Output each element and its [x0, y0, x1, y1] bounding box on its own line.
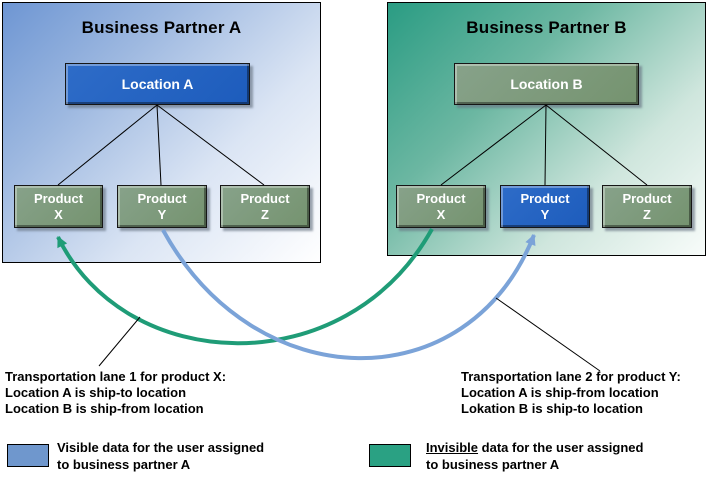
product-box-a-y: Product Y: [117, 185, 207, 228]
legend-visible-swatch: [7, 444, 49, 467]
legend-invisible-line2: to business partner A: [426, 456, 560, 472]
partner-a-title: Business Partner A: [81, 18, 242, 37]
legend-visible-rest: data for the user assigned: [98, 440, 265, 455]
product-box-a-z: Product Z: [220, 185, 310, 228]
product-label: X: [436, 207, 446, 222]
product-label: Z: [643, 207, 651, 222]
product-label: Product: [416, 191, 466, 206]
lane1-line1: Transportation lane 1 for product X:: [5, 369, 227, 384]
product-label: Product: [520, 191, 570, 206]
legend-visible-keyword: Visible: [57, 440, 99, 455]
product-label: Product: [33, 191, 84, 206]
lane2-annotation: Transportation lane 2 for product Y: Loc…: [461, 369, 681, 417]
lane1-leader-line: [98, 316, 141, 367]
location-a-label: Location A: [121, 76, 194, 92]
product-label: Y: [540, 207, 550, 222]
legend-visible-line1: Visible data for the user assigned: [57, 440, 264, 457]
lane2-leader-line: [495, 297, 601, 372]
product-box-b-y-highlighted: Product Y: [500, 185, 590, 228]
legend-invisible-rest: data for the user assigned: [478, 440, 644, 455]
legend-visible-label: Visible data for the user assigned to bu…: [57, 440, 264, 473]
lane1-annotation: Transportation lane 1 for product X: Loc…: [5, 369, 226, 417]
product-box-a-x: Product X: [14, 185, 103, 228]
location-a-box: Location A: [65, 63, 250, 105]
legend-invisible-keyword: Invisible: [426, 440, 479, 455]
legend-invisible-line1: Invisible data for the user assigned: [426, 440, 643, 457]
lane2-line1: Transportation lane 2 for product Y:: [461, 369, 681, 384]
location-b-label: Location B: [510, 76, 583, 92]
product-label: Product: [622, 191, 672, 206]
lane1-line3: Location B is ship-from location: [5, 401, 204, 416]
legend-invisible-label: Invisible data for the user assigned to …: [426, 440, 643, 473]
lane1-line2: Location A is ship-to location: [5, 385, 187, 400]
product-box-b-x: Product X: [396, 185, 486, 228]
product-label: X: [54, 207, 63, 222]
product-label: Z: [261, 207, 269, 222]
partner-b-title: Business Partner B: [466, 18, 627, 37]
product-box-b-z: Product Z: [602, 185, 692, 228]
location-b-box: Location B: [454, 63, 639, 105]
lane2-line2: Location A is ship-from location: [461, 385, 659, 400]
product-label: Product: [240, 191, 290, 206]
product-label: Y: [157, 207, 167, 222]
product-label: Product: [137, 191, 187, 206]
lane2-line3: Lokation B is ship-to location: [461, 401, 643, 416]
legend-visible-line2: to business partner A: [57, 456, 191, 472]
legend-invisible-swatch: [369, 444, 411, 467]
